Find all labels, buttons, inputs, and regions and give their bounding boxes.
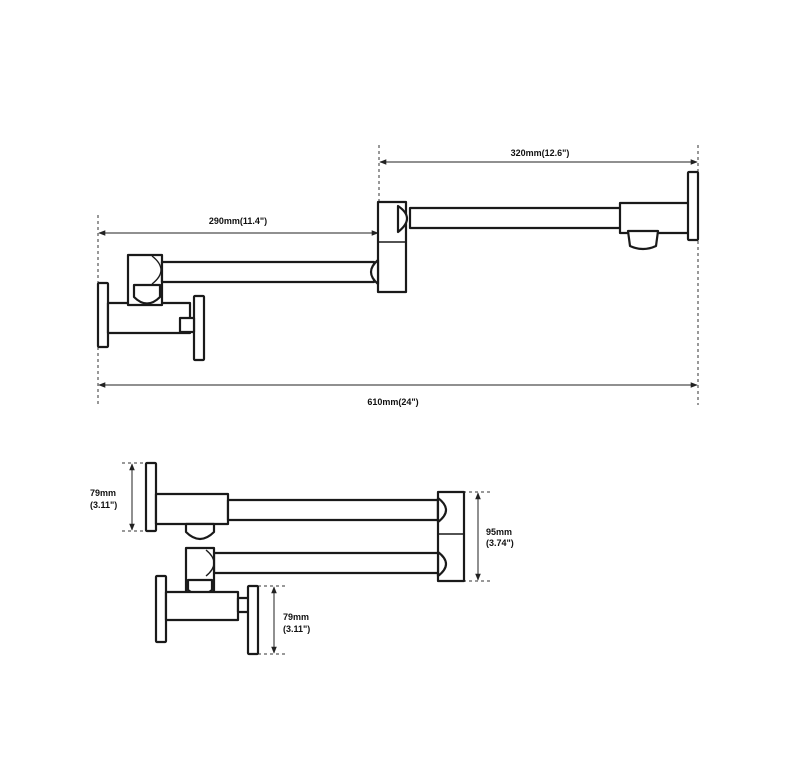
dimension-label-95-in: (3.74") bbox=[486, 538, 514, 548]
folded-spout-handle bbox=[144, 461, 158, 533]
folded-joint-lower-knuckle bbox=[436, 550, 448, 578]
spout-head bbox=[618, 201, 692, 235]
folded-spout-outlet bbox=[184, 522, 216, 541]
folded-view: 79mm (3.11") 95mm (3.74") 79mm (3.11") bbox=[90, 461, 514, 656]
spout-outlet bbox=[626, 229, 660, 251]
dimension-label-79-upper-mm: 79mm bbox=[90, 488, 116, 498]
inlet-valve-stem bbox=[178, 316, 196, 334]
folded-wall-flange bbox=[154, 574, 168, 644]
inlet-elbow-knuckle bbox=[132, 283, 162, 305]
dimension-label-79-upper-in: (3.11") bbox=[90, 500, 117, 510]
wall-flange bbox=[96, 281, 110, 349]
inlet-valve-handle bbox=[192, 294, 206, 362]
folded-inlet-body bbox=[164, 590, 240, 622]
middle-joint-upper-knuckle bbox=[396, 204, 409, 234]
spout-shutoff-handle bbox=[686, 170, 700, 242]
dimension-label-320: 320mm(12.6") bbox=[511, 148, 570, 158]
extended-view: 320mm(12.6") 290mm(11.4") 610mm(24") bbox=[96, 145, 700, 407]
folded-inlet-valve-handle bbox=[246, 584, 260, 656]
upper-arm bbox=[408, 206, 624, 230]
dimension-label-79-lower-in: (3.11") bbox=[283, 624, 310, 634]
folded-upper-arm bbox=[226, 498, 440, 522]
dimension-label-610: 610mm(24") bbox=[367, 397, 418, 407]
folded-spout-head bbox=[154, 492, 230, 526]
middle-joint-lower-knuckle bbox=[369, 258, 380, 286]
folded-joint-upper-knuckle bbox=[436, 496, 448, 524]
dimension-label-290: 290mm(11.4") bbox=[209, 216, 267, 226]
folded-inlet-elbow-cap bbox=[205, 549, 215, 577]
lower-arm bbox=[160, 260, 376, 284]
dimension-label-79-lower-mm: 79mm bbox=[283, 612, 309, 622]
dimension-label-95-mm: 95mm bbox=[486, 527, 512, 537]
folded-lower-arm bbox=[212, 551, 440, 575]
inlet-body bbox=[106, 301, 192, 335]
